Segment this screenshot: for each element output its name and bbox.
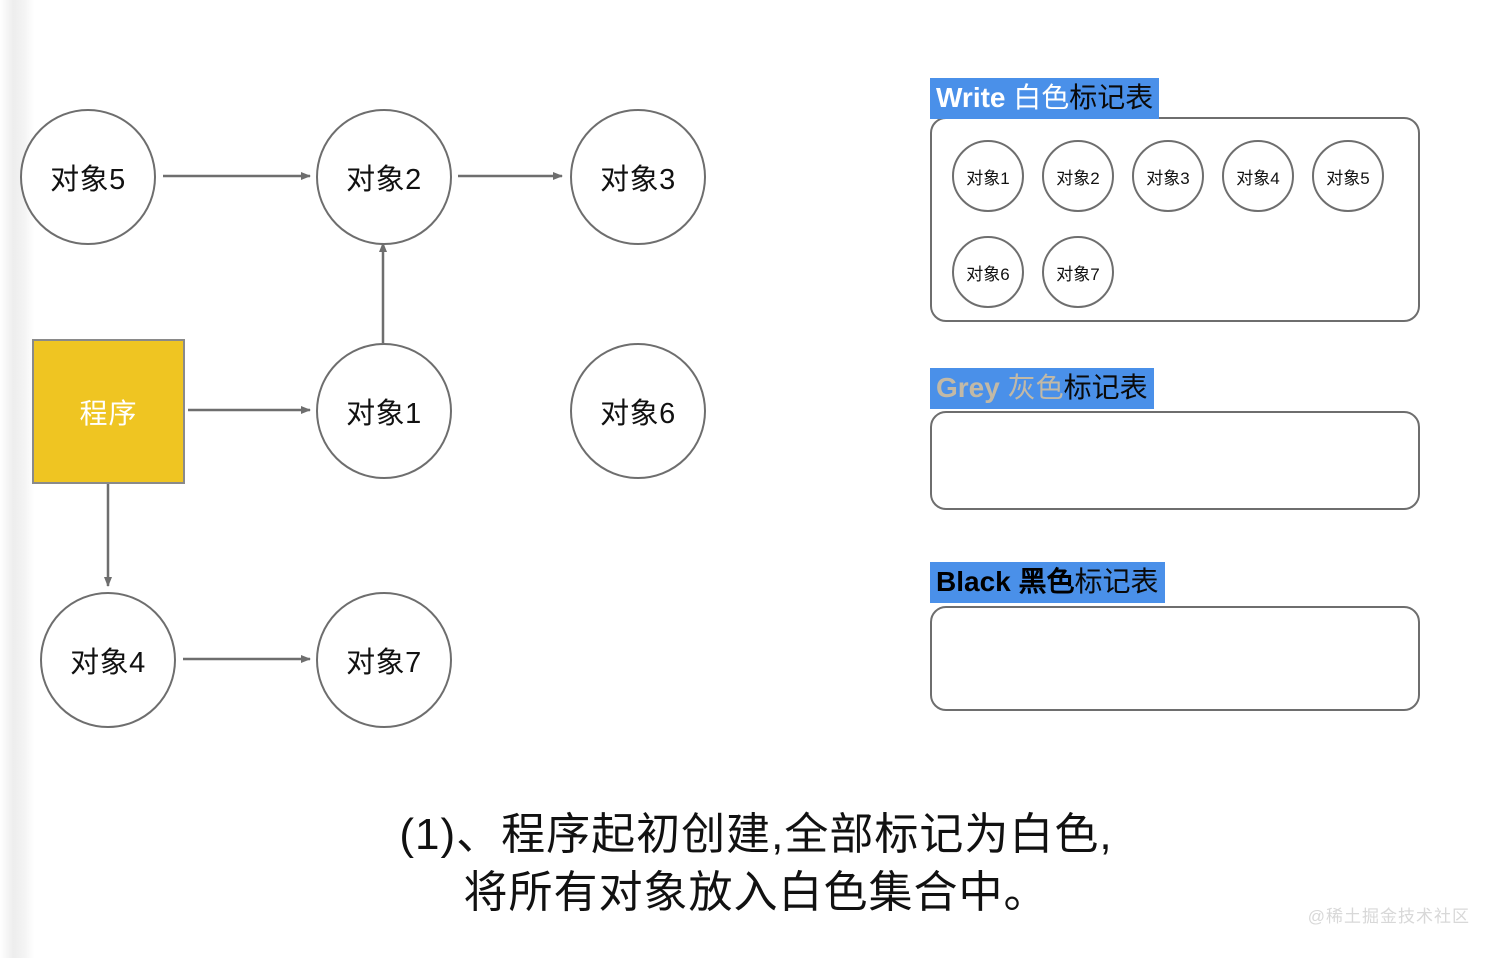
mark-chip[interactable]: 对象4 xyxy=(1222,140,1294,212)
mark-table-black-title: Black 黑色标记表 xyxy=(930,562,1165,603)
caption-line-2: 将所有对象放入白色集合中。 xyxy=(463,868,1049,918)
mark-title-suffix-cn: 标记表 xyxy=(1074,566,1159,597)
graph-node-obj7[interactable]: 对象7 xyxy=(316,592,452,728)
mark-chip-label: 对象4 xyxy=(1236,168,1280,188)
graph-node-label: 对象5 xyxy=(50,164,126,196)
mark-chip[interactable]: 对象5 xyxy=(1312,140,1384,212)
mark-table-white-box: 对象1 对象2 对象3 对象4 对象5 对象6 对象7 xyxy=(930,117,1420,322)
graph-node-label: 对象3 xyxy=(600,164,676,196)
caption: (1)、程序起初创建,全部标记为白色, 将所有对象放入白色集合中。 xyxy=(0,806,1512,922)
graph-node-obj3[interactable]: 对象3 xyxy=(570,109,706,245)
mark-table-grey-title: Grey 灰色标记表 xyxy=(930,368,1154,409)
graph-node-label: 对象1 xyxy=(346,398,422,430)
mark-title-en: Write xyxy=(936,82,1006,113)
graph-node-obj2[interactable]: 对象2 xyxy=(316,109,452,245)
mark-chip[interactable]: 对象6 xyxy=(952,236,1024,308)
mark-chip-label: 对象7 xyxy=(1056,264,1100,284)
mark-chip-label: 对象2 xyxy=(1056,168,1100,188)
graph-node-obj5[interactable]: 对象5 xyxy=(20,109,156,245)
mark-chip-label: 对象6 xyxy=(966,264,1010,284)
mark-title-en: Grey xyxy=(936,372,1000,403)
mark-title-suffix-cn: 标记表 xyxy=(1069,82,1154,113)
mark-table-grey-box xyxy=(930,411,1420,510)
graph-node-obj4[interactable]: 对象4 xyxy=(40,592,176,728)
mark-title-color-cn: 灰色 xyxy=(999,372,1064,403)
program-box[interactable]: 程序 xyxy=(32,339,185,484)
mark-chip-label: 对象5 xyxy=(1326,168,1370,188)
graph-node-label: 对象7 xyxy=(346,647,422,679)
program-box-label: 程序 xyxy=(79,397,138,429)
mark-table-black-box xyxy=(930,606,1420,711)
graph-node-obj1[interactable]: 对象1 xyxy=(316,343,452,479)
mark-chip[interactable]: 对象2 xyxy=(1042,140,1114,212)
caption-line-1: (1)、程序起初创建,全部标记为白色, xyxy=(399,810,1113,859)
mark-chip-label: 对象1 xyxy=(966,168,1010,188)
mark-table-white-title: Write 白色标记表 xyxy=(930,78,1160,119)
graph-node-label: 对象6 xyxy=(600,398,676,430)
graph-node-obj6[interactable]: 对象6 xyxy=(570,343,706,479)
mark-title-color-cn: 白色 xyxy=(1005,82,1070,113)
graph-node-label: 对象4 xyxy=(70,647,146,679)
mark-chip-label: 对象3 xyxy=(1146,168,1190,188)
mark-title-en: Black xyxy=(936,566,1011,597)
graph-node-label: 对象2 xyxy=(346,164,422,196)
mark-chip[interactable]: 对象7 xyxy=(1042,236,1114,308)
mark-title-suffix-cn: 标记表 xyxy=(1063,372,1148,403)
mark-chip[interactable]: 对象3 xyxy=(1132,140,1204,212)
watermark: @稀土掘金技术社区 xyxy=(1307,907,1470,926)
mark-title-color-cn: 黑色 xyxy=(1010,566,1075,597)
mark-chip[interactable]: 对象1 xyxy=(952,140,1024,212)
